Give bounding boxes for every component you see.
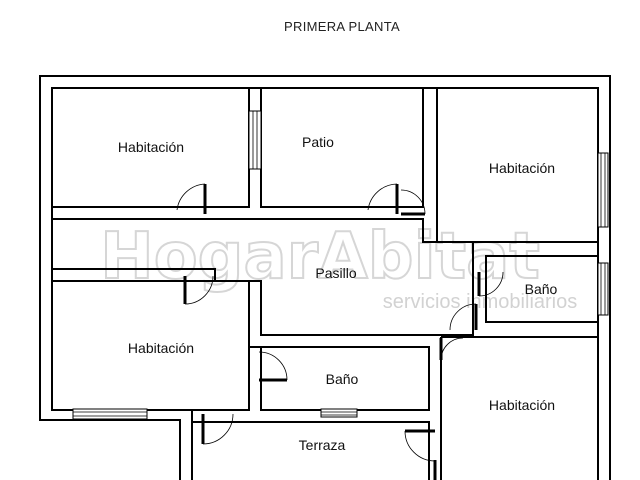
watermark-tagline: servicios inmobiliarios — [383, 291, 578, 313]
label-terraza: Terraza — [299, 437, 346, 453]
window-right-top — [597, 152, 609, 228]
doors — [176, 183, 504, 480]
room-habitacion-mid-left — [52, 280, 250, 411]
window-bano-center — [320, 408, 358, 418]
room-labels: Habitación Patio Habitación Pasillo Baño… — [118, 134, 558, 453]
label-habitacion-bottom-right: Habitación — [489, 397, 555, 413]
door-patio — [367, 183, 399, 214]
label-habitacion-top-left: Habitación — [118, 139, 184, 155]
watermark: HogarAbitat servicios inmobiliarios — [99, 219, 578, 313]
plan-title: PRIMERA PLANTA — [284, 19, 400, 34]
label-bano-right: Baño — [525, 281, 558, 297]
room-habitacion-top-right — [436, 87, 599, 243]
window-bottom-left — [72, 408, 148, 420]
windows — [72, 110, 609, 420]
door-habitacion-mid-left — [183, 275, 214, 305]
window-top-left — [248, 110, 262, 170]
room-pasillo — [52, 218, 474, 336]
door-terraza-left — [201, 413, 234, 445]
door-bano-right — [449, 303, 478, 331]
label-pasillo: Pasillo — [315, 265, 356, 281]
label-bano-center: Baño — [326, 371, 359, 387]
door-habitacion-bottom-right — [439, 337, 464, 361]
door-habitacion-top-right — [400, 189, 426, 216]
door-bano-right-entry — [477, 271, 504, 297]
door-terraza-right — [404, 429, 436, 462]
window-right-bano — [597, 262, 609, 316]
label-habitacion-top-right: Habitación — [489, 160, 555, 176]
door-bano-center — [258, 351, 288, 382]
door-habitacion-top-left — [176, 183, 207, 214]
room-patio — [260, 87, 424, 208]
room-bano-right — [485, 255, 599, 323]
room-habitacion-bottom-right — [441, 336, 599, 480]
label-patio: Patio — [302, 134, 334, 150]
label-habitacion-mid-left: Habitación — [128, 340, 194, 356]
watermark-logo: HogarAbitat — [100, 220, 540, 294]
